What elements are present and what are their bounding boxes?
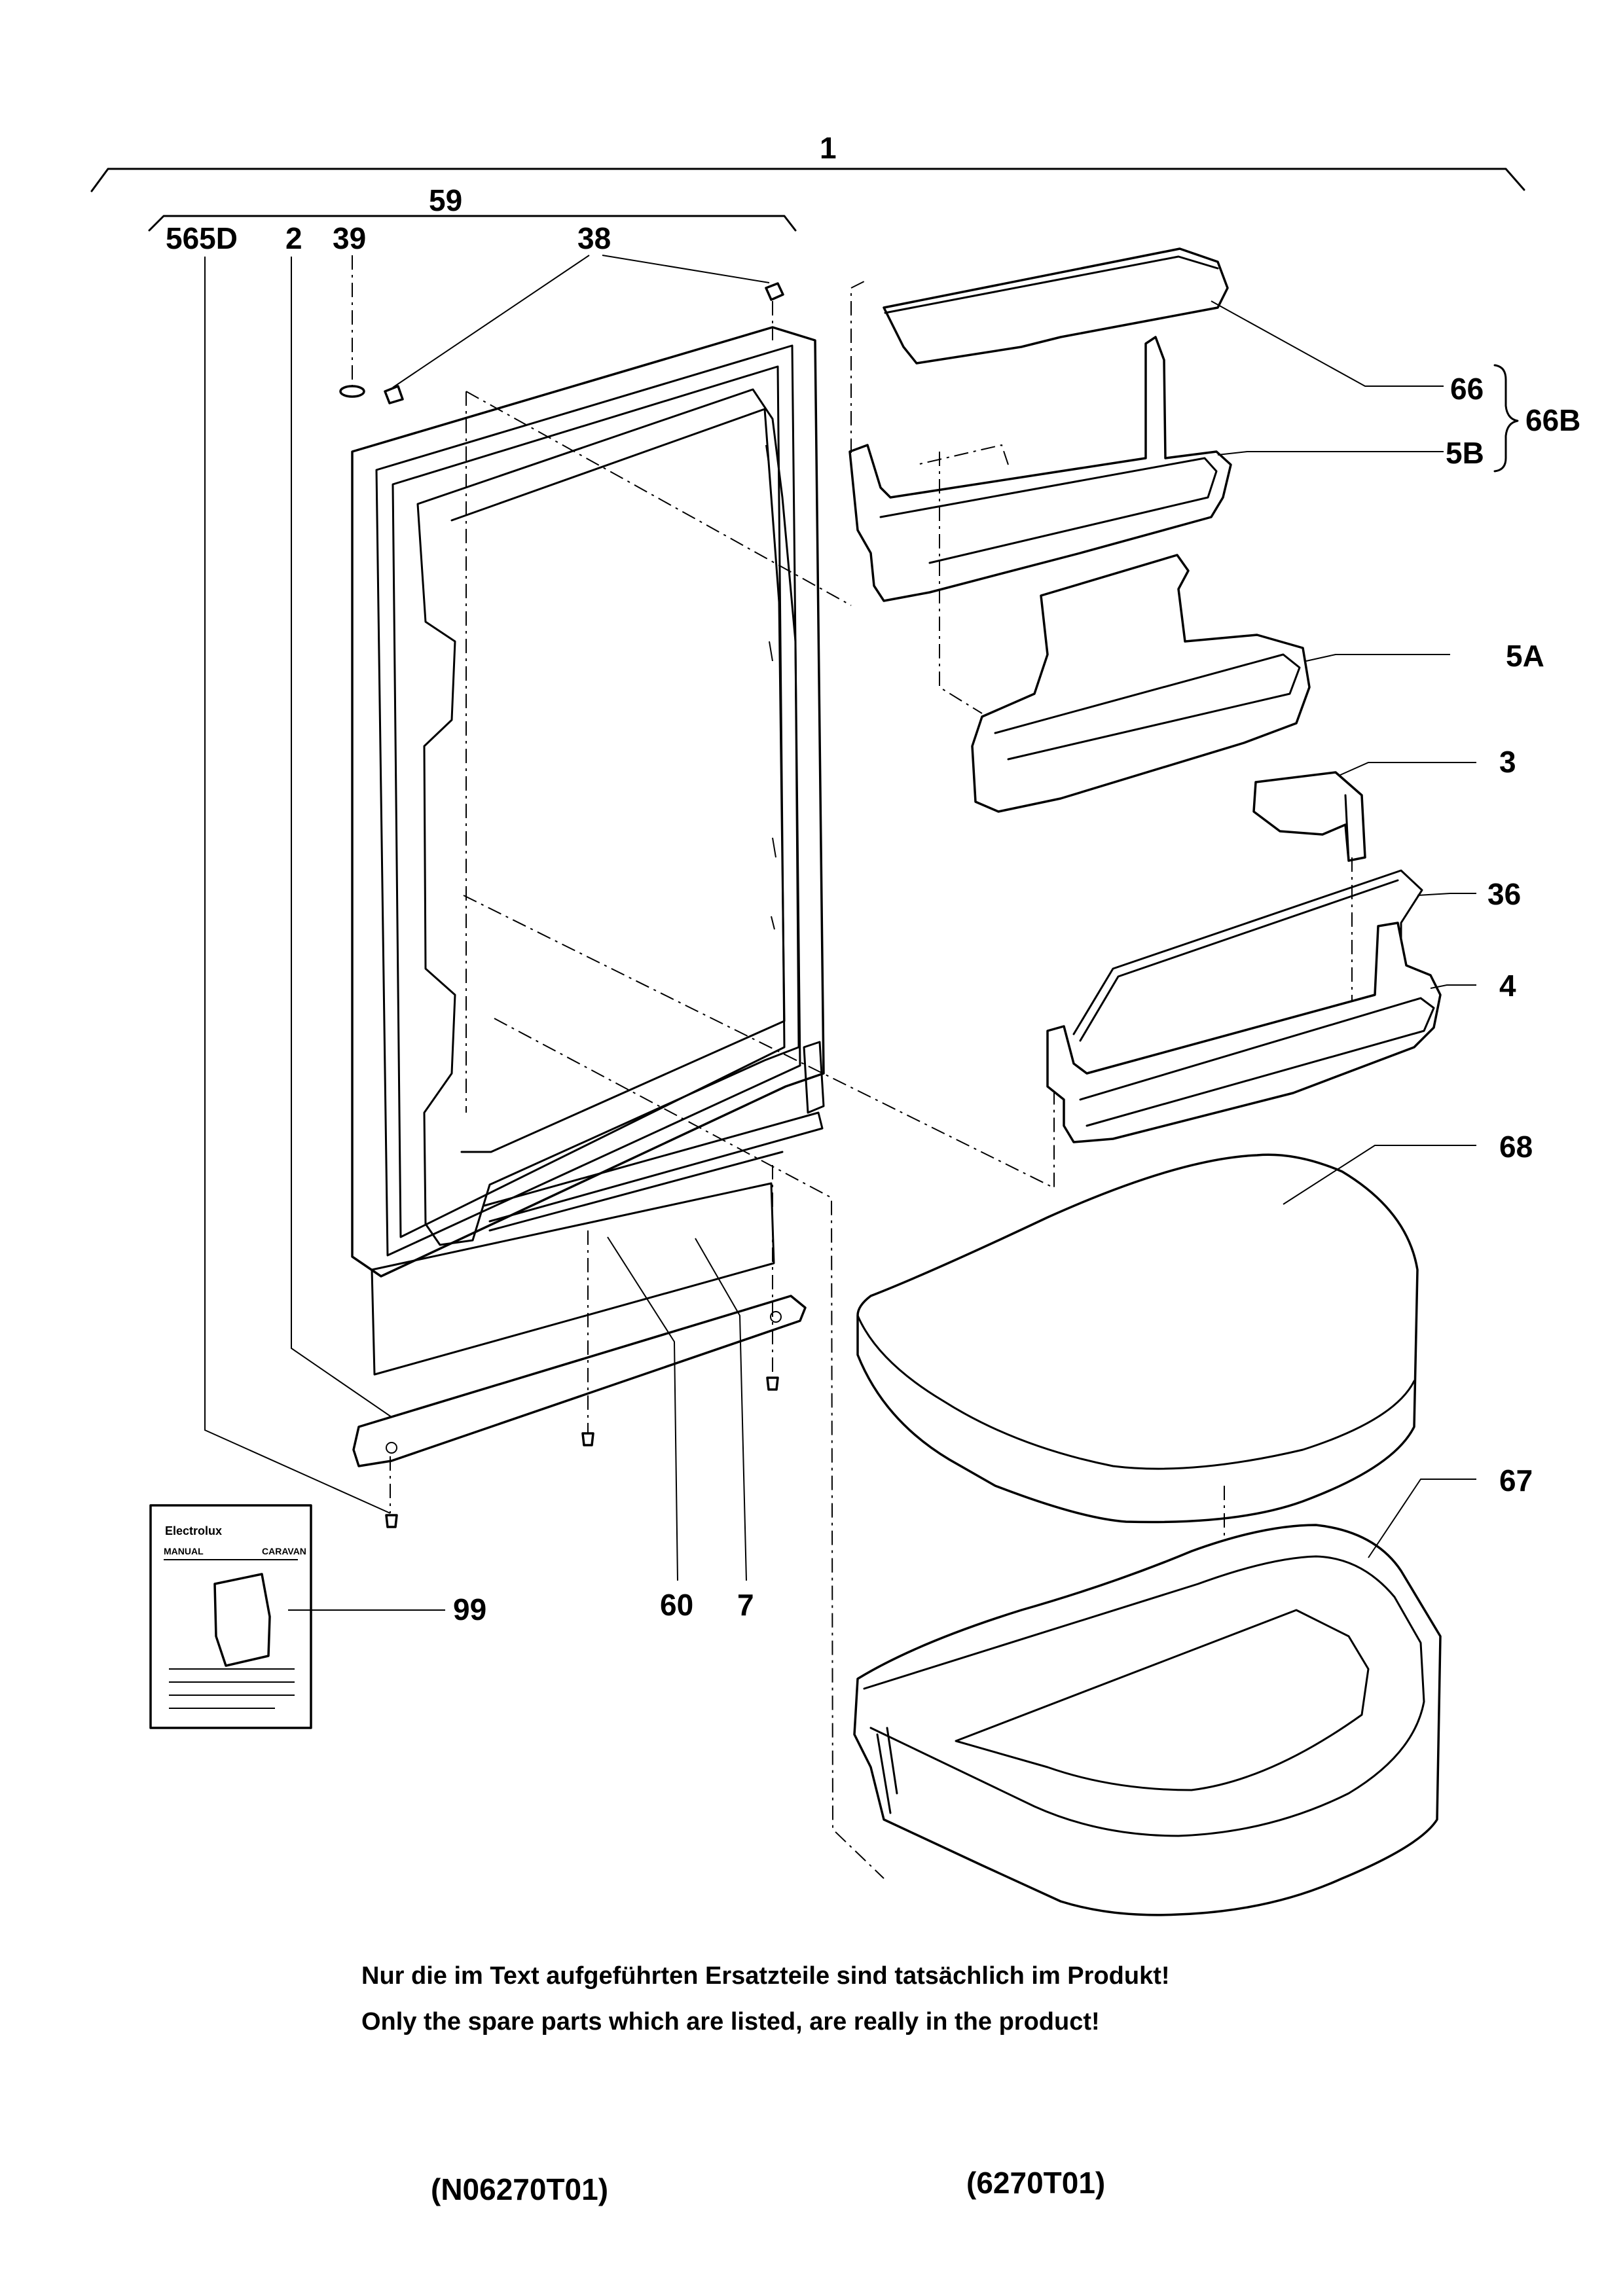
washer-39	[339, 385, 365, 398]
cover-38b	[765, 282, 784, 301]
cover-38a	[384, 385, 404, 404]
label-60: 60	[660, 1588, 693, 1622]
retainer-bar-36	[1072, 869, 1423, 1042]
note-german: Nur die im Text aufgeführten Ersatzteile…	[361, 1962, 1170, 1990]
leaders-left	[204, 255, 1055, 1879]
label-3: 3	[1499, 745, 1516, 779]
label-59: 59	[429, 183, 462, 217]
leader-67	[1368, 1479, 1476, 1558]
leader-68	[1283, 1145, 1476, 1205]
screw	[385, 1376, 779, 1528]
label-36: 36	[1487, 877, 1521, 911]
document-code-left: (N06270T01)	[431, 2172, 609, 2206]
bottom-tray-67	[853, 1524, 1442, 1916]
label-66: 66	[1450, 372, 1484, 406]
door-frame	[351, 326, 825, 1376]
label-67: 67	[1499, 1463, 1533, 1498]
leader-3	[1338, 762, 1476, 776]
note-english: Only the spare parts which are listed, a…	[361, 2008, 1100, 2036]
leader-5B	[1217, 451, 1444, 456]
egg-tray-3	[1252, 771, 1366, 862]
leader-36	[1417, 893, 1476, 896]
hinge-plate	[352, 1295, 807, 1467]
upper-shelf-5B	[848, 336, 1232, 602]
middle-shelf-5A	[971, 554, 1311, 813]
label-99: 99	[453, 1592, 486, 1626]
lid-66	[883, 247, 1229, 365]
document-code-right: (6270T01)	[966, 2166, 1106, 2200]
leader-5A	[1305, 654, 1450, 662]
tray-lid-68	[856, 1153, 1419, 1524]
manual-card: Electrolux MANUAL CARAVAN	[149, 1504, 445, 1729]
label-38: 38	[577, 221, 611, 255]
label-565D: 565D	[166, 221, 238, 255]
label-68: 68	[1499, 1130, 1533, 1164]
label-7: 7	[737, 1588, 754, 1622]
shelf-set-brace	[1493, 364, 1519, 473]
manual-right-text: CARAVAN	[262, 1546, 306, 1556]
label-2: 2	[285, 221, 302, 255]
dashed-guides-right	[850, 281, 1353, 1001]
leader-66	[1211, 300, 1444, 387]
door-bracket	[148, 215, 797, 232]
manual-brand: Electrolux	[165, 1524, 222, 1537]
label-5A: 5A	[1506, 639, 1544, 673]
manual-left-text: MANUAL	[164, 1546, 204, 1556]
label-39: 39	[333, 221, 366, 255]
label-4: 4	[1499, 969, 1516, 1003]
label-5B: 5B	[1446, 436, 1484, 470]
label-1: 1	[820, 131, 837, 165]
leader-4	[1430, 984, 1476, 989]
lower-shelf-4	[1046, 922, 1442, 1143]
assembly-bracket	[90, 168, 1525, 192]
label-66B: 66B	[1525, 403, 1580, 437]
